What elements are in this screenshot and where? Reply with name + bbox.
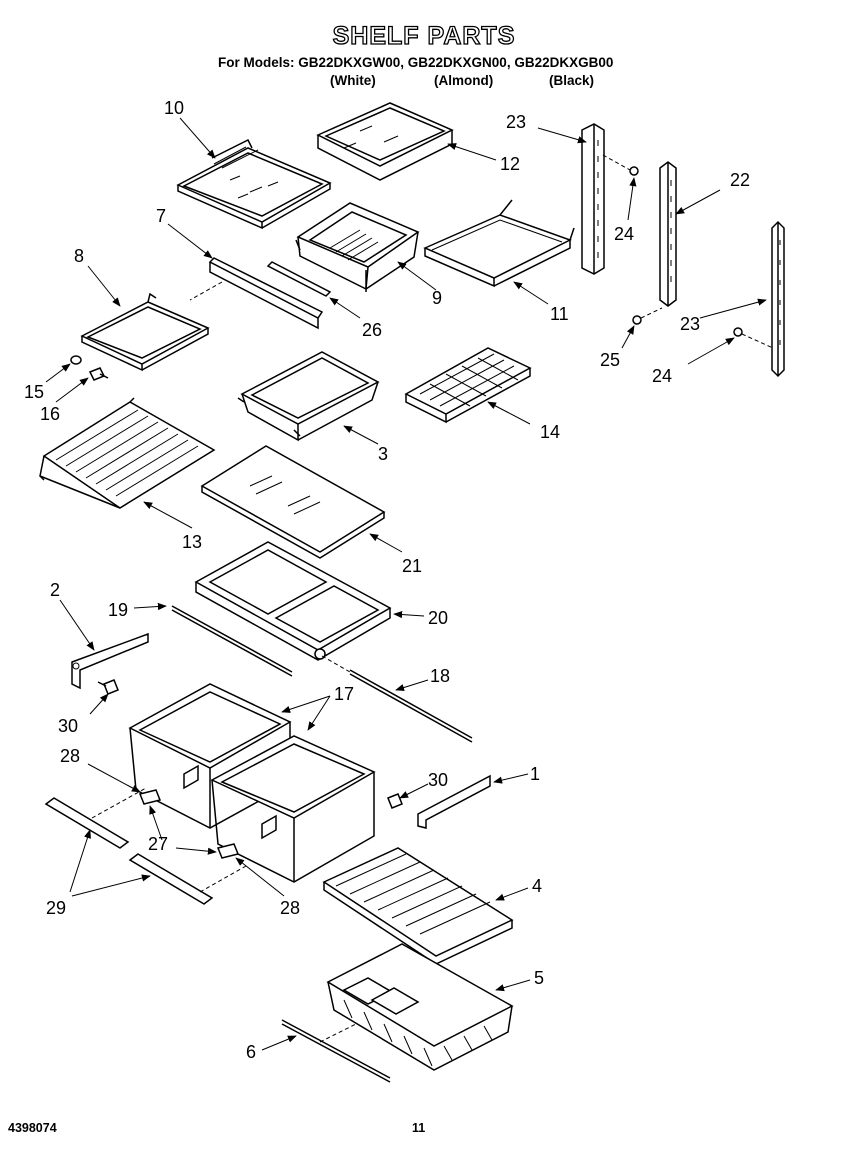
part-20-frame-drawing: [194, 541, 392, 661]
part-10-shelf-drawing: [176, 138, 332, 230]
part-6-rod-drawing: [281, 1019, 391, 1083]
callout-30-left: 30: [58, 716, 78, 736]
part-11-shelf-drawing: [423, 199, 575, 288]
callout-19: 19: [108, 600, 128, 620]
part-22-rail-drawing: [659, 161, 677, 307]
callout-6: 6: [246, 1042, 256, 1062]
callout-20: 20: [428, 608, 448, 628]
part-1-bracket-drawing: [387, 774, 491, 829]
part-7-trim-drawing: [189, 257, 324, 330]
part-27-28-clips-drawing: [138, 789, 240, 859]
part-21-glass-drawing: [200, 445, 386, 559]
callout-3: 3: [378, 444, 388, 464]
part-9-tray-drawing: [295, 202, 420, 292]
callout-9: 9: [432, 288, 442, 308]
part-17-drawers-drawing: [128, 683, 376, 883]
callout-13: 13: [182, 532, 202, 552]
callout-27: 27: [148, 834, 168, 854]
part-18-rod-drawing: [321, 655, 473, 743]
doc-number: 4398074: [8, 1121, 57, 1135]
part-15-16-fasteners-drawing: [70, 355, 109, 381]
callout-15: 15: [24, 382, 44, 402]
part-26-strip-drawing: [266, 261, 332, 297]
part-8-shelf-drawing: [80, 292, 210, 372]
callout-21: 21: [402, 556, 422, 576]
callout-1: 1: [530, 764, 540, 784]
part-25-screw-drawing: [632, 307, 663, 325]
variant-almond: (Almond): [434, 73, 494, 88]
part-23-lower-rail-drawing: [771, 220, 785, 378]
callout-2: 2: [50, 580, 60, 600]
callout-23-lower: 23: [680, 314, 700, 334]
callout-22: 22: [730, 170, 750, 190]
page-title: SHELF PARTS: [332, 21, 516, 50]
part-24-lower-screw-drawing: [733, 327, 774, 349]
callout-25: 25: [600, 350, 620, 370]
callout-24-lower: 24: [652, 366, 672, 386]
part-30-left-screw-drawing: [97, 679, 119, 695]
callout-17: 17: [334, 684, 354, 704]
callout-23-upper: 23: [506, 112, 526, 132]
leader-lines: [45, 117, 767, 1051]
callout-29: 29: [46, 898, 66, 918]
callout-14: 14: [540, 422, 560, 442]
callout-8: 8: [74, 246, 84, 266]
variant-white: (White): [330, 73, 376, 88]
callout-24-upper: 24: [614, 224, 634, 244]
callout-4: 4: [532, 876, 542, 896]
callout-7: 7: [156, 206, 166, 226]
part-3-bin-drawing: [237, 351, 380, 442]
callout-26: 26: [362, 320, 382, 340]
callout-16: 16: [40, 404, 60, 424]
callout-labels: 10 12 23 22 24 7 9 11 8 26 23 25 24 15 1…: [24, 98, 750, 1062]
callout-10: 10: [164, 98, 184, 118]
callout-30-right: 30: [428, 770, 448, 790]
part-12-shelf-drawing: [316, 102, 454, 181]
part-4-wire-shelf-drawing: [322, 847, 514, 965]
callout-28-upper: 28: [60, 746, 80, 766]
page-number: 11: [412, 1121, 426, 1135]
part-23-upper-rail-drawing: [581, 123, 605, 275]
part-19-rod-drawing: [171, 605, 293, 677]
part-13-wire-shelf-drawing: [39, 397, 216, 509]
callout-5: 5: [534, 968, 544, 988]
part-24-upper-screw-drawing: [602, 154, 639, 176]
part-2-bracket-drawing: [71, 632, 149, 690]
part-14-tray-drawing: [404, 347, 532, 424]
callout-12: 12: [500, 154, 520, 174]
variant-black: (Black): [549, 73, 595, 88]
callout-18: 18: [430, 666, 450, 686]
models-line: For Models: GB22DKXGW00, GB22DKXGN00, GB…: [218, 55, 614, 70]
callout-28-lower: 28: [280, 898, 300, 918]
part-5-basket-drawing: [326, 943, 514, 1071]
part-29-rails-drawing: [44, 787, 247, 905]
callout-11: 11: [550, 304, 569, 324]
